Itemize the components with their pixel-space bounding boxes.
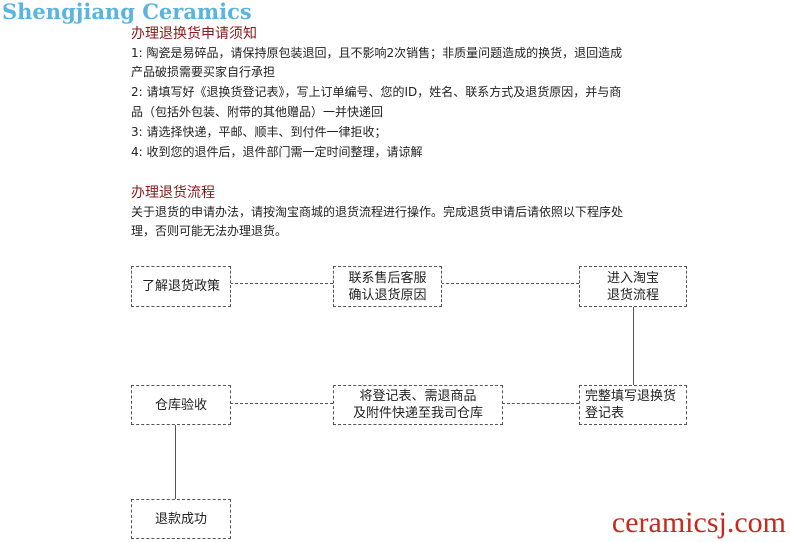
flow-connector [230, 283, 333, 284]
flow-connector [230, 403, 333, 404]
flow-step-taobao: 进入淘宝退货流程 [579, 266, 687, 307]
step-label: 了解退货政策 [141, 279, 220, 294]
process-line: 关于退货的申请办法，请按淘宝商城的退货流程进行操作。完成退货申请后请依照以下程序… [131, 205, 624, 219]
process-title: 办理退货流程 [131, 185, 215, 201]
flow-connector [502, 403, 579, 404]
step-label: 登记表 [585, 406, 625, 421]
flow-connector [175, 425, 176, 499]
flow-step-contact: 联系售后客服确认退货原因 [333, 266, 442, 307]
step-label: 将登记表、需退商品 [359, 389, 477, 404]
step-label: 完整填写退换货 [585, 389, 677, 404]
notice-line: 4: 收到您的退件后，退件部门需一定时间整理，请谅解 [131, 145, 423, 159]
flow-step-ship: 将登记表、需退商品及附件快递至我司仓库 [333, 385, 503, 425]
step-label: 联系售后客服 [348, 270, 427, 286]
flow-step-refund: 退款成功 [131, 499, 231, 539]
step-label: 及附件快递至我司仓库 [352, 406, 483, 421]
notice-title: 办理退换货申请须知 [131, 26, 257, 42]
step-label: 确认退货原因 [348, 287, 427, 303]
step-label: 进入淘宝 [606, 270, 659, 286]
process-line: 理，否则可能无法办理退货。 [131, 224, 288, 238]
flow-step-inspect: 仓库验收 [131, 385, 231, 425]
watermark-url: ceramicsj.com [611, 506, 786, 539]
step-label: 退货流程 [606, 287, 659, 303]
flow-step-policy: 了解退货政策 [131, 266, 231, 307]
step-label: 退款成功 [154, 511, 207, 527]
notice-line: 3: 请选择快递，平邮、顺丰、到付件一律拒收； [131, 125, 387, 139]
notice-line: 品（包括外包装、附带的其他赠品）一并快递回 [131, 105, 384, 119]
step-label: 仓库验收 [154, 397, 207, 413]
notice-line: 2: 请填写好《退换货登记表》，写上订单编号、您的ID，姓名、联系方式及退货原因… [131, 85, 622, 99]
flow-step-form: 完整填写退换货登记表 [579, 385, 687, 425]
flow-connector [441, 283, 579, 284]
watermark-logo: Shengjiang Ceramics [2, 0, 252, 24]
flow-connector [633, 307, 634, 386]
notice-line: 1: 陶瓷是易碎品，请保持原包装退回，且不影响2次销售；非质量问题造成的换货，退… [131, 46, 623, 60]
notice-line: 产品破损需要买家自行承担 [131, 65, 276, 79]
